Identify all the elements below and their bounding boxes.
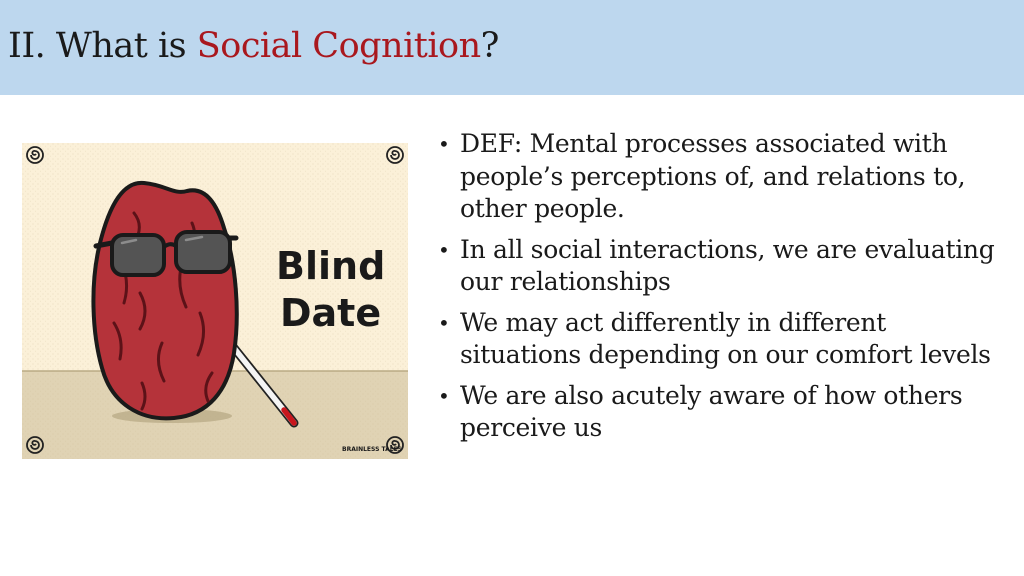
bullet-text: In all social interactions, we are evalu…	[460, 234, 995, 297]
bullet-text: We are also acutely aware of how others …	[460, 380, 963, 443]
sunglasses-icon	[93, 230, 239, 277]
date-fruit-icon	[91, 180, 239, 421]
bullet-item: • In all social interactions, we are eval…	[438, 234, 1008, 299]
bullet-dot-icon: •	[438, 310, 450, 335]
bullet-list: • DEF: Mental processes associated with p…	[438, 128, 1008, 453]
bullet-dot-icon: •	[438, 237, 450, 262]
bullet-text: We may act differently in different situ…	[460, 307, 991, 370]
bullet-item: • DEF: Mental processes associated with p…	[438, 128, 1008, 226]
corner-swirl-icon	[26, 146, 404, 454]
bullet-dot-icon: •	[438, 383, 450, 408]
cartoon-caption-date: Date	[280, 291, 381, 335]
blind-date-cartoon: Blind Date BRAINLESS TALES	[22, 143, 408, 459]
title-prefix: II. What is	[8, 26, 197, 66]
bullet-dot-icon: •	[438, 132, 450, 156]
title-bar: II. What is Social Cognition?	[0, 0, 1024, 95]
bullet-item: • We may act differently in different sit…	[438, 307, 1008, 372]
cartoon-caption-blind: Blind	[276, 244, 385, 288]
bullet-text: DEF: Mental processes associated with pe…	[460, 129, 966, 223]
cartoon-credit: BRAINLESS TALES	[342, 446, 402, 453]
title-suffix: ?	[480, 26, 500, 66]
slide-title: II. What is Social Cognition?	[8, 24, 499, 68]
bullet-item: • We are also acutely aware of how others…	[438, 380, 1008, 445]
title-accent: Social Cognition	[196, 26, 481, 66]
